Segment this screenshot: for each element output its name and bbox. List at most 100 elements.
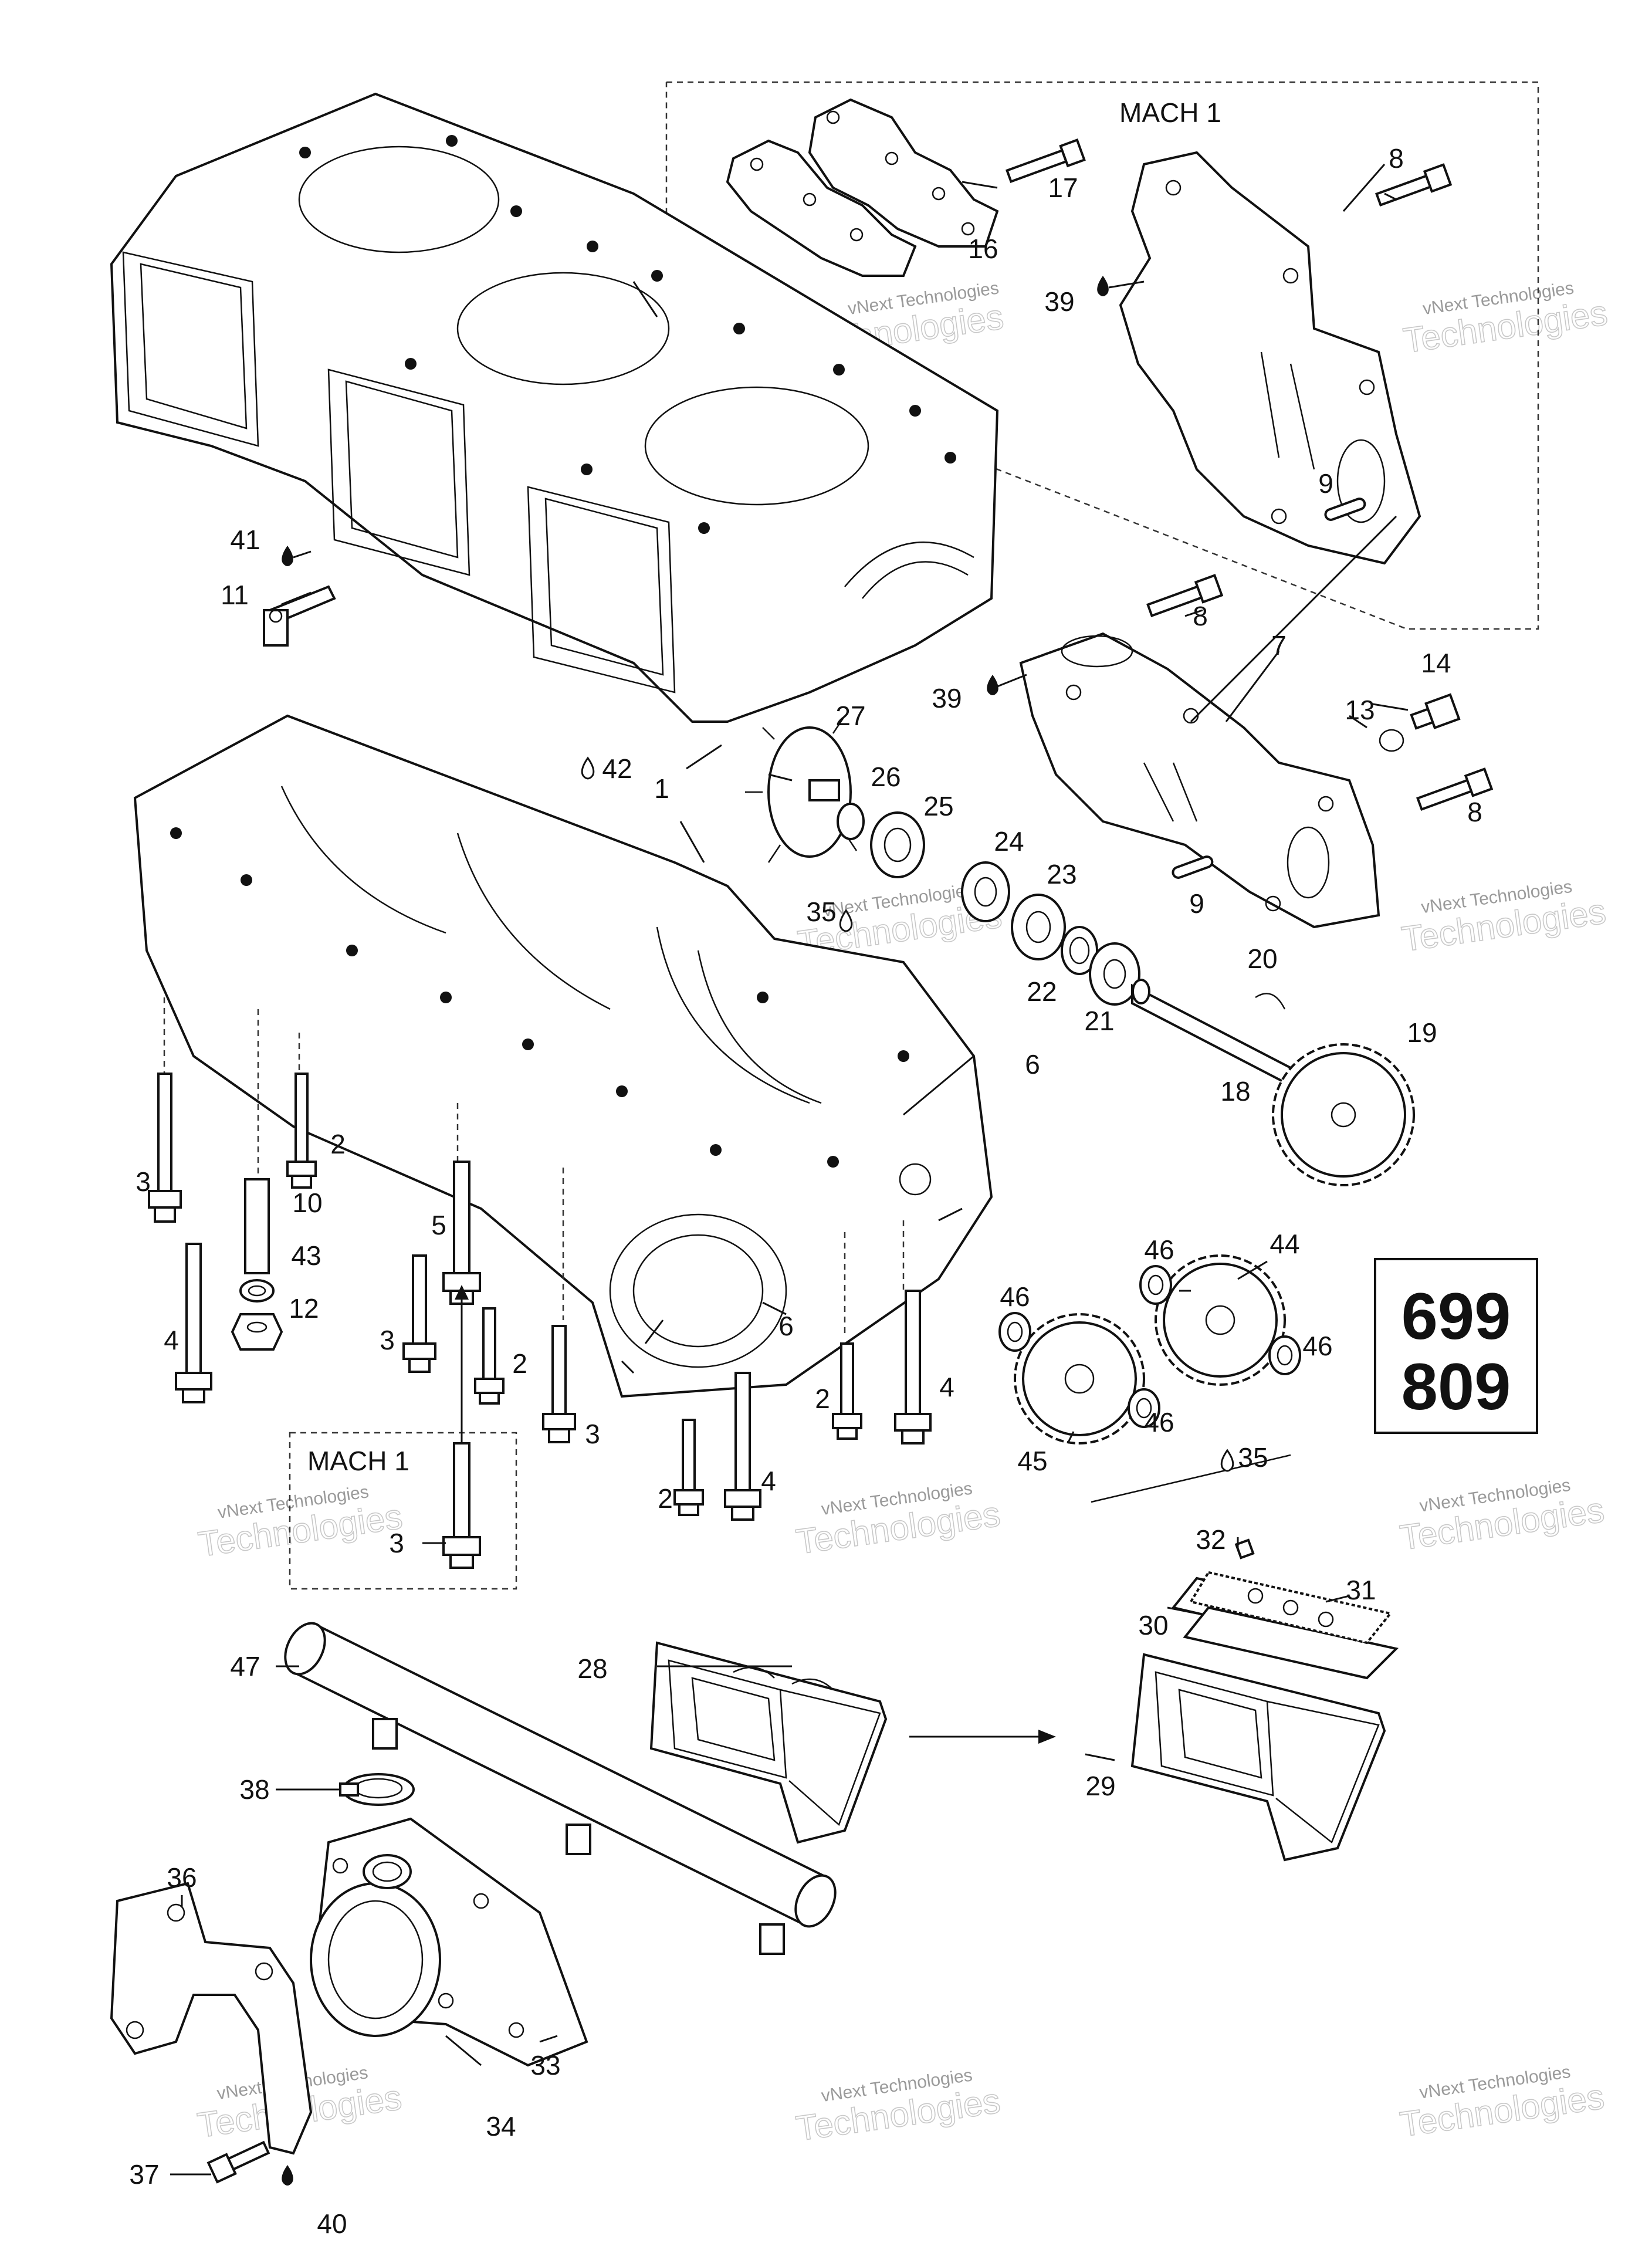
callout-30: 30 bbox=[1138, 1610, 1168, 1640]
mach1-top-label: MACH 1 bbox=[1119, 97, 1221, 128]
callout-32: 32 bbox=[1196, 1524, 1226, 1555]
callout-1: 1 bbox=[654, 773, 669, 804]
bolt-2a bbox=[286, 1073, 317, 1189]
callout-7: 7 bbox=[1271, 630, 1287, 661]
bolt-3d bbox=[442, 1442, 481, 1569]
callout-38: 38 bbox=[239, 1774, 269, 1805]
callout-35: 35 bbox=[1238, 1442, 1268, 1473]
callout-11: 11 bbox=[221, 580, 249, 610]
callout-47: 47 bbox=[230, 1651, 260, 1682]
mach1-arrow bbox=[455, 1285, 469, 1443]
callout-24: 24 bbox=[994, 826, 1024, 857]
callout-39: 39 bbox=[932, 683, 962, 713]
callout-18: 18 bbox=[1220, 1076, 1250, 1107]
bolt-2c bbox=[673, 1419, 704, 1516]
callout-40: 40 bbox=[317, 2208, 347, 2239]
bracket-36 bbox=[110, 1882, 313, 2155]
callout-29: 29 bbox=[1085, 1771, 1115, 1801]
bolt-3b bbox=[402, 1254, 436, 1373]
nut-12 bbox=[231, 1313, 283, 1351]
callout-numbers: 1 2 2 2 2 2 3 3 3 3 4 4 4 5 6 6 7 8 8 8 … bbox=[129, 143, 1482, 2239]
rave-housing bbox=[1019, 632, 1380, 929]
callout-8: 8 bbox=[1467, 797, 1482, 827]
callout-46: 46 bbox=[1000, 1281, 1030, 1312]
callout-8: 8 bbox=[1389, 143, 1404, 174]
callout-35: 35 bbox=[806, 897, 836, 927]
callout-46: 46 bbox=[1144, 1407, 1174, 1437]
mach1-bottom-label: MACH 1 bbox=[307, 1446, 409, 1476]
engine-code-699: 699 bbox=[1402, 1280, 1511, 1353]
lower-crankcase bbox=[133, 714, 993, 1398]
callout-43: 43 bbox=[291, 1240, 321, 1271]
screws-top bbox=[1006, 138, 1494, 811]
fitting-11 bbox=[263, 585, 336, 647]
callout-36: 36 bbox=[167, 1862, 197, 1893]
callout-6: 6 bbox=[778, 1311, 794, 1341]
bolt-2b bbox=[474, 1307, 505, 1405]
bolt-4b bbox=[724, 1372, 761, 1521]
callout-27: 27 bbox=[835, 701, 865, 731]
callout-16: 16 bbox=[968, 234, 998, 264]
callout-9: 9 bbox=[1318, 468, 1333, 499]
callout-4: 4 bbox=[761, 1466, 776, 1496]
callout-25: 25 bbox=[923, 791, 953, 821]
reed-petals-30-31 bbox=[1171, 1538, 1399, 1680]
bolt-3c bbox=[542, 1325, 576, 1443]
clamp-38 bbox=[339, 1773, 415, 1806]
callout-34: 34 bbox=[486, 2111, 516, 2142]
callout-19: 19 bbox=[1407, 1017, 1437, 1048]
callout-3: 3 bbox=[380, 1325, 395, 1355]
callout-44: 44 bbox=[1270, 1229, 1299, 1259]
callout-8: 8 bbox=[1193, 601, 1208, 631]
stud-10 bbox=[244, 1178, 270, 1274]
reed-valve-29 bbox=[1130, 1653, 1386, 1862]
callout-42: 42 bbox=[602, 753, 632, 784]
gasket-15 bbox=[726, 139, 917, 277]
replacement-arrow bbox=[909, 1730, 1056, 1744]
callout-23: 23 bbox=[1047, 859, 1076, 889]
rave-housing-mach1 bbox=[1119, 151, 1421, 565]
leader-lines bbox=[170, 164, 1409, 2176]
callout-22: 22 bbox=[1027, 976, 1057, 1007]
mach1-bottom-box: MACH 1 bbox=[289, 1432, 517, 1590]
washer-43 bbox=[239, 1279, 275, 1303]
callout-10: 10 bbox=[292, 1188, 322, 1218]
engine-code-box: 699 809 bbox=[1374, 1258, 1538, 1434]
callout-37: 37 bbox=[129, 2159, 159, 2190]
upper-crankcase bbox=[110, 92, 999, 723]
callout-13: 13 bbox=[1345, 695, 1375, 725]
callout-46: 46 bbox=[1302, 1331, 1332, 1361]
callout-21: 21 bbox=[1084, 1006, 1114, 1036]
intake-adaptor bbox=[310, 1817, 588, 2067]
callout-2: 2 bbox=[815, 1383, 830, 1414]
dowel-pins bbox=[1172, 498, 1366, 879]
engine-code-809: 809 bbox=[1402, 1350, 1511, 1423]
sealant-drops bbox=[282, 276, 1234, 2186]
intake-pipe-47 bbox=[284, 1622, 837, 1955]
callout-46: 46 bbox=[1144, 1234, 1174, 1265]
crankcase-bolts bbox=[148, 585, 932, 1569]
callout-4: 4 bbox=[164, 1325, 179, 1355]
water-pump-stack bbox=[745, 715, 1415, 1186]
gasket-16 bbox=[808, 98, 999, 248]
callout-39: 39 bbox=[1044, 286, 1074, 317]
callout-20: 20 bbox=[1247, 943, 1277, 974]
callout-41: 41 bbox=[230, 525, 260, 555]
bolt-2d bbox=[832, 1342, 862, 1440]
callout-3: 3 bbox=[136, 1166, 151, 1197]
callout-26: 26 bbox=[871, 762, 901, 792]
callout-17: 17 bbox=[1048, 172, 1078, 203]
callout-2: 2 bbox=[330, 1129, 346, 1159]
callout-45: 45 bbox=[1017, 1446, 1047, 1476]
bolt-4c bbox=[894, 1290, 932, 1445]
callout-2: 2 bbox=[658, 1483, 673, 1514]
callout-5: 5 bbox=[431, 1210, 446, 1240]
gear-set bbox=[998, 1254, 1301, 1503]
screw-37 bbox=[206, 2140, 270, 2184]
callout-4: 4 bbox=[939, 1372, 954, 1402]
callout-31: 31 bbox=[1346, 1575, 1376, 1605]
callout-9: 9 bbox=[1189, 888, 1204, 919]
callout-3: 3 bbox=[585, 1419, 600, 1449]
callout-6: 6 bbox=[1025, 1049, 1040, 1080]
